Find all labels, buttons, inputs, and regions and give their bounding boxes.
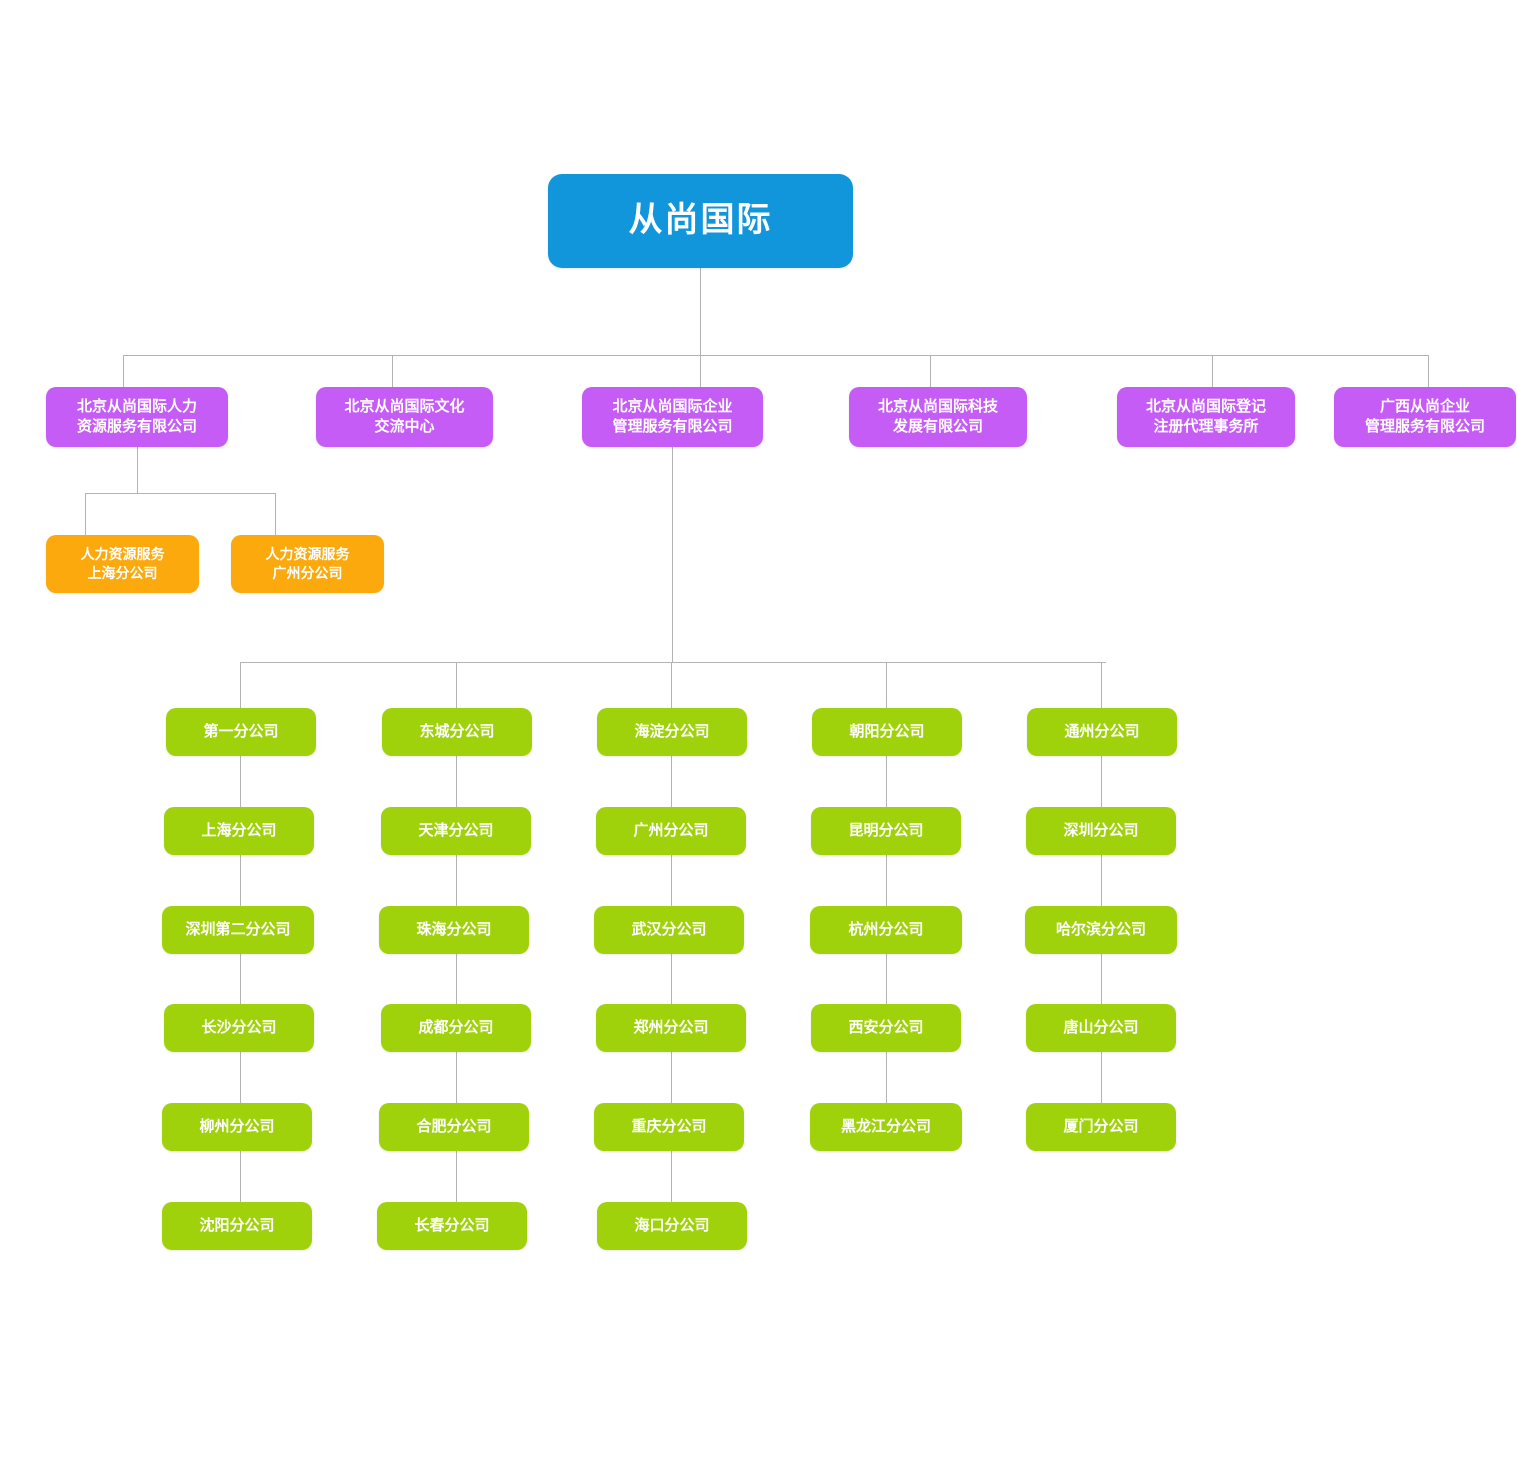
node-branch[interactable]: 杭州分公司 — [810, 906, 962, 954]
node-branch[interactable]: 昆明分公司 — [811, 807, 961, 855]
node-division-technology[interactable]: 北京从尚国际科技 发展有限公司 — [849, 387, 1027, 447]
node-branch[interactable]: 成都分公司 — [381, 1004, 531, 1052]
node-hr-branch-guangzhou[interactable]: 人力资源服务 广州分公司 — [231, 535, 384, 593]
node-hr-branch-shanghai[interactable]: 人力资源服务 上海分公司 — [46, 535, 199, 593]
connector-division-drop-2 — [392, 355, 393, 387]
node-branch[interactable]: 重庆分公司 — [594, 1103, 744, 1151]
node-branch[interactable]: 第一分公司 — [166, 708, 316, 756]
node-division-registration-agency[interactable]: 北京从尚国际登记 注册代理事务所 — [1117, 387, 1295, 447]
node-division-hr[interactable]: 北京从尚国际人力 资源服务有限公司 — [46, 387, 228, 447]
node-branch[interactable]: 柳州分公司 — [162, 1103, 312, 1151]
connector-column-spine-4 — [886, 662, 887, 1131]
connector-hr-drop-1 — [85, 493, 86, 535]
node-branch[interactable]: 合肥分公司 — [379, 1103, 529, 1151]
connector-column-spine-5 — [1101, 662, 1102, 1131]
node-branch[interactable]: 厦门分公司 — [1026, 1103, 1176, 1151]
connector-branch-bus — [240, 662, 1106, 663]
connector-hr-drop-2 — [275, 493, 276, 535]
node-branch[interactable]: 哈尔滨分公司 — [1025, 906, 1177, 954]
connector-division-drop-6 — [1428, 355, 1429, 387]
node-branch[interactable]: 通州分公司 — [1027, 708, 1177, 756]
node-branch[interactable]: 唐山分公司 — [1026, 1004, 1176, 1052]
node-branch[interactable]: 深圳第二分公司 — [162, 906, 314, 954]
node-branch[interactable]: 长春分公司 — [377, 1202, 527, 1250]
node-branch[interactable]: 上海分公司 — [164, 807, 314, 855]
node-branch[interactable]: 海口分公司 — [597, 1202, 747, 1250]
node-branch[interactable]: 广州分公司 — [596, 807, 746, 855]
connector-division-drop-5 — [1212, 355, 1213, 387]
connector-division-drop-1 — [123, 355, 124, 387]
connector-division-drop-4 — [930, 355, 931, 387]
connector-root-down — [700, 268, 701, 356]
node-branch[interactable]: 沈阳分公司 — [162, 1202, 312, 1250]
node-root[interactable]: 从尚国际 — [548, 174, 853, 268]
node-branch[interactable]: 郑州分公司 — [596, 1004, 746, 1052]
node-branch[interactable]: 深圳分公司 — [1026, 807, 1176, 855]
node-branch[interactable]: 黑龙江分公司 — [810, 1103, 962, 1151]
node-division-guangxi[interactable]: 广西从尚企业 管理服务有限公司 — [1334, 387, 1516, 447]
connector-hr-bus — [85, 493, 275, 494]
node-branch[interactable]: 西安分公司 — [811, 1004, 961, 1052]
node-branch[interactable]: 海淀分公司 — [597, 708, 747, 756]
node-division-enterprise-management[interactable]: 北京从尚国际企业 管理服务有限公司 — [582, 387, 763, 447]
node-division-culture[interactable]: 北京从尚国际文化 交流中心 — [316, 387, 493, 447]
node-branch[interactable]: 长沙分公司 — [164, 1004, 314, 1052]
node-branch[interactable]: 天津分公司 — [381, 807, 531, 855]
node-branch[interactable]: 东城分公司 — [382, 708, 532, 756]
node-branch[interactable]: 朝阳分公司 — [812, 708, 962, 756]
connector-division-bus — [123, 355, 1428, 356]
node-branch[interactable]: 武汉分公司 — [594, 906, 744, 954]
connector-hr-down — [137, 447, 138, 494]
connector-enterprise-down — [672, 447, 673, 663]
connector-division-drop-3 — [700, 355, 701, 387]
node-branch[interactable]: 珠海分公司 — [379, 906, 529, 954]
